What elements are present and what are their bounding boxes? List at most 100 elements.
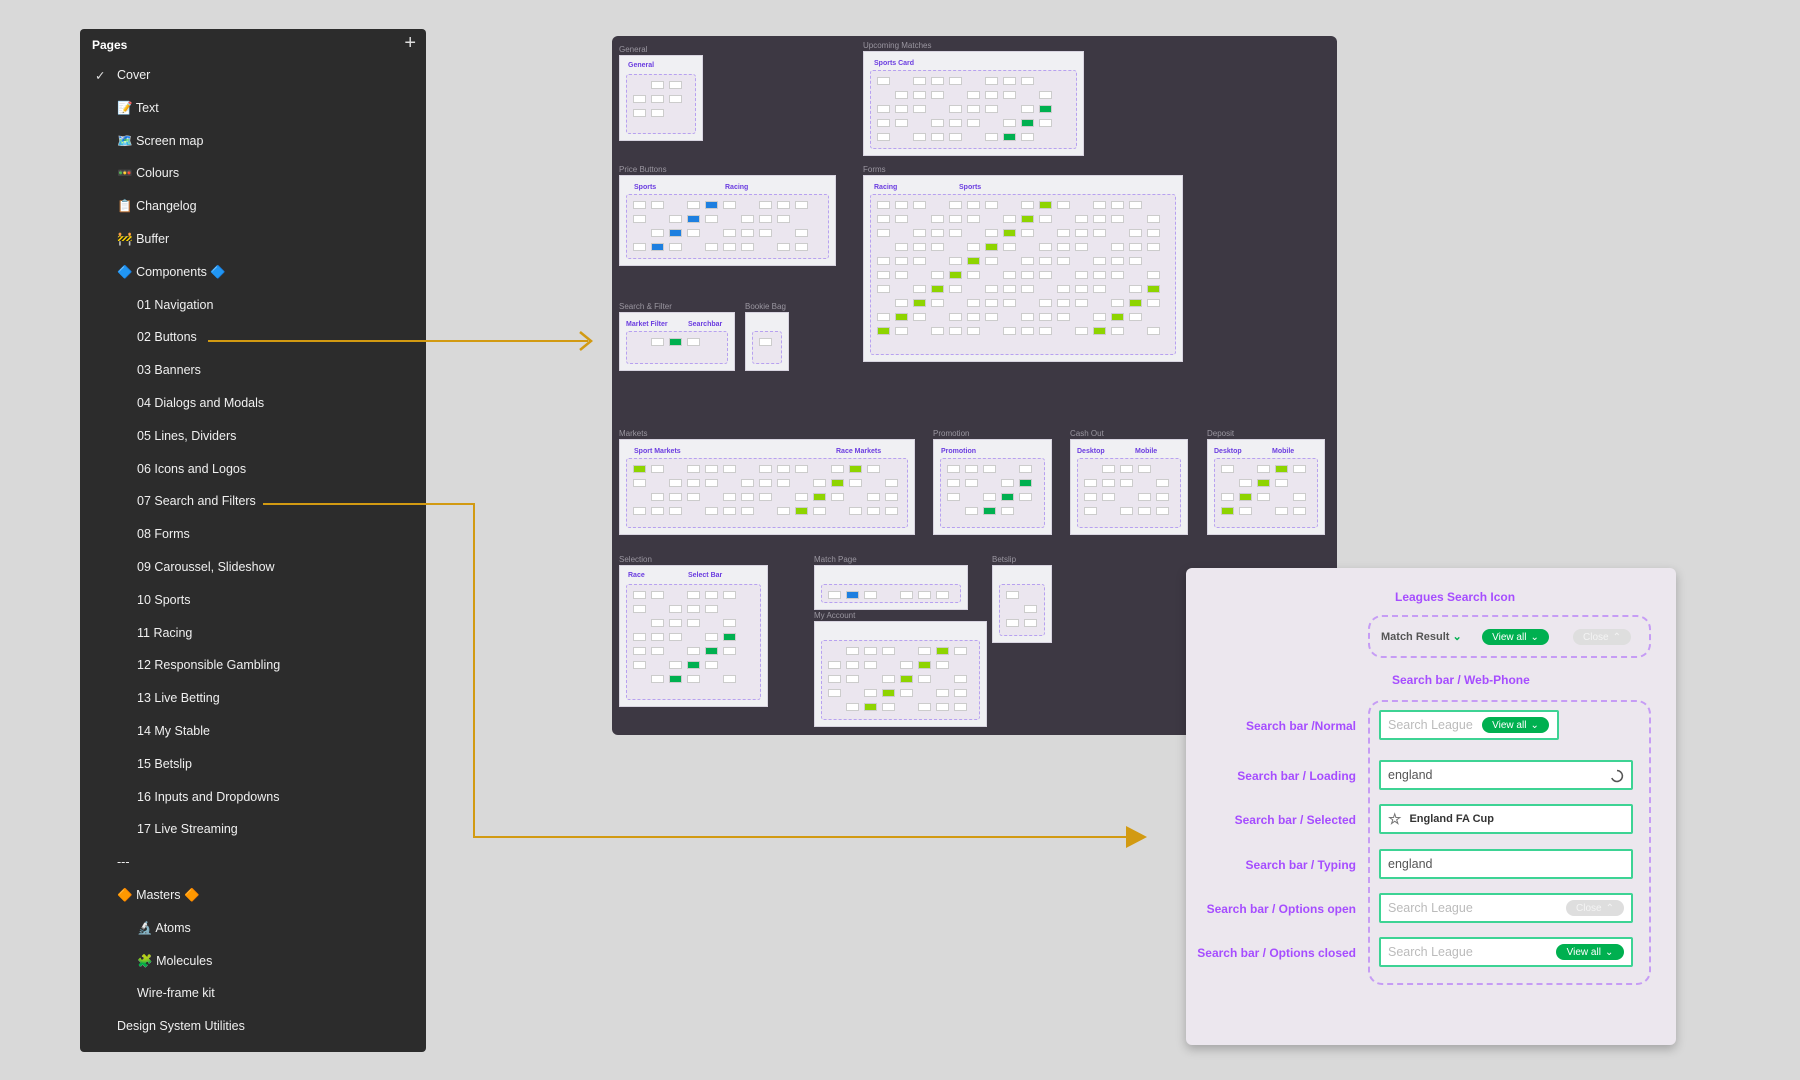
component-thumbnail xyxy=(1111,201,1124,209)
view-all-button[interactable]: View all⌄ xyxy=(1482,717,1549,733)
close-button[interactable]: Close⌃ xyxy=(1573,629,1631,645)
search-input-options-closed[interactable]: Search League xyxy=(1379,937,1633,967)
page-item[interactable]: 08 Forms xyxy=(137,527,190,541)
frame-general[interactable]: General xyxy=(619,55,703,141)
component-thumbnail xyxy=(669,81,682,89)
component-thumbnail xyxy=(1111,313,1124,321)
frame-label: Match Page xyxy=(814,555,857,564)
component-thumbnail xyxy=(669,619,682,627)
page-emoji-icon: 📝 xyxy=(117,100,133,115)
page-item[interactable]: 📝 Text xyxy=(117,101,159,116)
component-thumbnail xyxy=(1147,229,1160,237)
page-item[interactable]: 12 Responsible Gambling xyxy=(137,658,280,672)
page-item[interactable]: 🔶 Masters 🔶 xyxy=(117,888,200,903)
component-thumbnail xyxy=(1093,201,1106,209)
component-thumbnail xyxy=(1057,299,1070,307)
component-thumbnail xyxy=(985,91,998,99)
frame-promotion[interactable]: Promotion xyxy=(933,439,1052,535)
component-thumbnail xyxy=(1003,243,1016,251)
component-thumbnail xyxy=(687,619,700,627)
component-thumbnail xyxy=(705,479,718,487)
frame-upcoming-matches[interactable]: Sports Card xyxy=(863,51,1084,156)
component-thumbnail xyxy=(1111,257,1124,265)
page-item[interactable]: 🔬 Atoms xyxy=(137,921,191,936)
search-input-selected[interactable]: ☆England FA Cup xyxy=(1379,804,1633,834)
page-item[interactable]: Wire-frame kit xyxy=(137,986,215,1000)
component-thumbnail xyxy=(900,591,913,599)
component-thumbnail xyxy=(669,633,682,641)
view-all-button[interactable]: View all⌄ xyxy=(1482,629,1549,645)
component-thumbnail xyxy=(1275,465,1288,473)
page-item[interactable]: --- xyxy=(117,855,130,869)
component-thumbnail xyxy=(918,661,931,669)
search-input-loading[interactable]: england xyxy=(1379,760,1633,790)
component-thumbnail xyxy=(918,675,931,683)
page-item[interactable]: Design System Utilities xyxy=(117,1019,245,1033)
page-item[interactable]: 13 Live Betting xyxy=(137,691,220,705)
component-thumbnail xyxy=(1039,215,1052,223)
frame-bookie-bag[interactable] xyxy=(745,312,789,371)
component-thumbnail xyxy=(967,327,980,335)
page-item[interactable]: 16 Inputs and Dropdowns xyxy=(137,790,279,804)
component-thumbnail xyxy=(1039,299,1052,307)
component-thumbnail xyxy=(723,633,736,641)
page-item[interactable]: 11 Racing xyxy=(137,626,192,640)
component-thumbnail xyxy=(1039,105,1052,113)
page-item[interactable]: 🚧 Buffer xyxy=(117,232,169,247)
frame-label: My Account xyxy=(814,611,856,620)
row-label: Search bar / Options closed xyxy=(1197,946,1356,960)
page-item[interactable]: 02 Buttons xyxy=(137,330,197,344)
component-thumbnail xyxy=(795,465,808,473)
add-page-button[interactable]: + xyxy=(404,32,416,54)
component-thumbnail xyxy=(1001,493,1014,501)
component-group xyxy=(626,74,696,134)
component-thumbnail xyxy=(741,479,754,487)
page-item[interactable]: 17 Live Streaming xyxy=(137,822,238,836)
page-item[interactable]: 06 Icons and Logos xyxy=(137,462,246,476)
page-item[interactable]: 07 Search and Filters xyxy=(137,494,256,508)
page-item[interactable]: 01 Navigation xyxy=(137,298,213,312)
match-result-dropdown[interactable]: Match Result ⌄ xyxy=(1381,630,1462,643)
frame-my-account[interactable] xyxy=(814,621,987,727)
page-item[interactable]: 04 Dialogs and Modals xyxy=(137,396,264,410)
page-item[interactable]: 🗺️ Screen map xyxy=(117,134,203,149)
page-label: 16 Inputs and Dropdowns xyxy=(137,789,280,804)
component-thumbnail xyxy=(1024,605,1037,613)
page-item[interactable]: 03 Banners xyxy=(137,363,201,377)
search-input-typing[interactable]: england xyxy=(1379,849,1633,879)
page-label: 05 Lines, Dividers xyxy=(137,428,237,443)
component-thumbnail xyxy=(1147,285,1160,293)
page-item[interactable]: 📋 Changelog xyxy=(117,199,197,214)
close-button[interactable]: Close⌃ xyxy=(1566,900,1624,916)
page-label: Screen map xyxy=(136,133,204,148)
page-item[interactable]: 🔷 Components 🔷 xyxy=(117,265,226,280)
frame-match-page[interactable] xyxy=(814,565,968,610)
component-thumbnail xyxy=(705,243,718,251)
component-thumbnail xyxy=(1084,493,1097,501)
page-item[interactable]: 09 Caroussel, Slideshow xyxy=(137,560,275,574)
page-emoji-icon: 🗺️ xyxy=(117,133,133,148)
frame-heading: Select Bar xyxy=(688,572,723,579)
page-item[interactable]: 10 Sports xyxy=(137,593,191,607)
page-item[interactable]: 15 Betslip xyxy=(137,757,192,771)
page-item[interactable]: 🧩 Molecules xyxy=(137,954,212,969)
view-all-button[interactable]: View all⌄ xyxy=(1556,944,1624,960)
page-item[interactable]: 14 My Stable xyxy=(137,724,210,738)
frame-betslip[interactable] xyxy=(992,565,1052,643)
component-thumbnail xyxy=(1021,229,1034,237)
component-thumbnail xyxy=(651,591,664,599)
component-thumbnail xyxy=(877,77,890,85)
component-group xyxy=(870,70,1077,149)
page-item[interactable]: 05 Lines, Dividers xyxy=(137,429,236,443)
page-item[interactable]: ✓Cover xyxy=(95,68,150,83)
search-input-normal[interactable]: Search League xyxy=(1379,710,1559,740)
star-icon[interactable]: ☆ xyxy=(1388,811,1402,828)
page-item[interactable]: 🚥 Colours xyxy=(117,166,179,181)
